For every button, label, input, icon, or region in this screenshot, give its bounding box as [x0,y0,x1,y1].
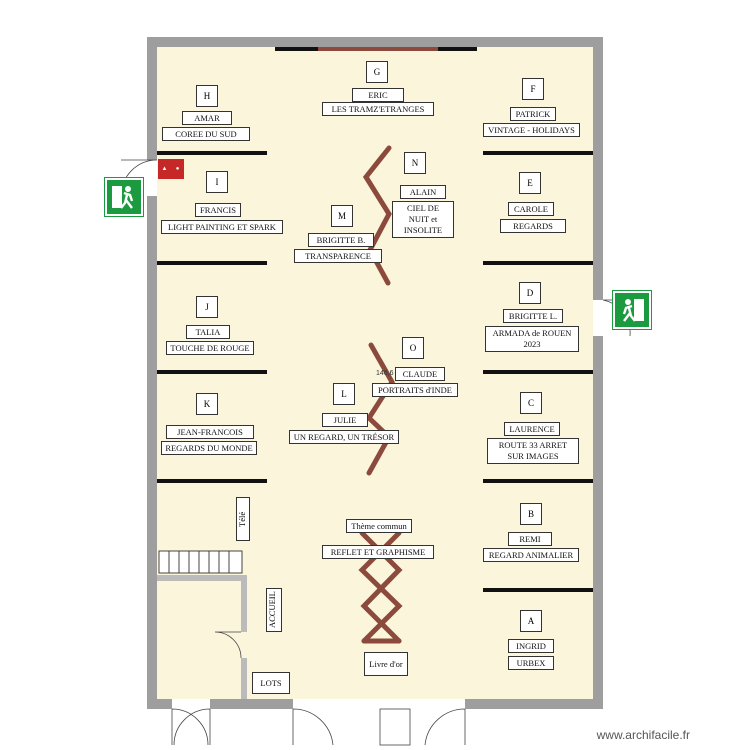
stand-letter-a: A [520,610,542,632]
emergency-exit-icon [612,290,652,330]
fire-extinguisher-icon: ● [171,159,184,179]
panel-left-2 [157,261,267,265]
livre-dor-label: Livre d'or [364,652,408,676]
accueil-label: ACCUEIL [266,588,282,632]
stand-name-c: LAURENCE [504,422,560,436]
room-floor [157,581,241,699]
stand-theme-g: LES TRAMZ'ETRANGES [322,102,434,116]
panel-left-3 [157,370,267,374]
stand-letter-d: D [519,282,541,304]
door-opening-right-wall [593,300,603,336]
lots-label: LOTS [252,672,290,694]
stand-letter-h: H [196,85,218,107]
stand-name-l: JULIE [322,413,368,427]
stand-name-h: AMAR [182,111,232,125]
stand-letter-m: M [331,205,353,227]
panel-right-3 [483,370,593,374]
room-wall-gap [241,632,247,658]
stand-letter-i: I [206,171,228,193]
stand-theme-m: TRANSPARENCE [294,249,382,263]
stand-letter-j: J [196,296,218,318]
door-opening-left-wall [147,160,157,196]
stand-name-i: FRANCIS [195,203,241,217]
stand-letter-n: N [404,152,426,174]
watermark: www.archifacile.fr [596,728,690,742]
stand-theme-i: LIGHT PAINTING ET SPARK [161,220,283,234]
wall-top [147,37,603,47]
stand-name-n: ALAIN [400,185,446,199]
stand-theme-k: REGARDS DU MONDE [161,441,257,455]
stand-name-d: BRIGITTE L. [503,309,563,323]
stand-theme-e: REGARDS [500,219,566,233]
wall-right [593,37,603,709]
panel-left-4 [157,479,267,483]
panel-right-1 [483,151,593,155]
stand-name-g: ERIC [352,88,404,102]
stand-name-j: TALIA [186,325,230,339]
top-panel-accent [318,47,438,51]
stand-name-o: CLAUDE [395,367,445,381]
stand-name-m: BRIGITTE B. [308,233,374,247]
stand-name-f: PATRICK [510,107,556,121]
stand-name-k: JEAN-FRANCOIS [166,425,254,439]
stand-letter-k: K [196,393,218,415]
tele-label: Télé [236,497,250,541]
stand-name-b: REMI [508,532,552,546]
common-theme-title: REFLET ET GRAPHISME [322,545,434,559]
panel-right-5 [483,588,593,592]
stand-theme-j: TOUCHE DE ROUGE [166,341,254,355]
panel-right-4 [483,479,593,483]
stand-theme-b: REGARD ANIMALIER [483,548,579,562]
stand-letter-e: E [519,172,541,194]
common-theme-label: Thème commun [346,519,412,533]
fire-extinguisher-icon: ▲ [158,159,171,179]
stand-theme-f: VINTAGE - HOLIDAYS [483,123,580,137]
door-opening-left [172,699,210,709]
area-measure: 146,6 m² [376,370,404,377]
room-wall-top [157,575,247,581]
stand-letter-o: O [402,337,424,359]
stand-letter-l: L [333,383,355,405]
stand-theme-n: CIEL DE NUIT et INSOLITE [392,201,454,238]
stand-theme-o: PORTRAITS d'INDE [372,383,458,397]
stand-name-a: INGRID [508,639,554,653]
stand-theme-d: ARMADA de ROUEN 2023 [485,326,579,352]
stand-theme-c: ROUTE 33 ARRET SUR IMAGES [487,438,579,464]
stand-letter-f: F [522,78,544,100]
stand-theme-h: COREE DU SUD [162,127,250,141]
emergency-exit-icon [104,177,144,217]
stand-theme-a: URBEX [508,656,554,670]
panel-right-2 [483,261,593,265]
panel-left-1 [157,151,267,155]
wall-left [147,37,157,709]
door-opening-main [293,699,465,709]
stand-letter-b: B [520,503,542,525]
stand-name-e: CAROLE [508,202,554,216]
stand-letter-c: C [520,392,542,414]
stand-letter-g: G [366,61,388,83]
stand-theme-l: UN REGARD, UN TRÉSOR [289,430,399,444]
